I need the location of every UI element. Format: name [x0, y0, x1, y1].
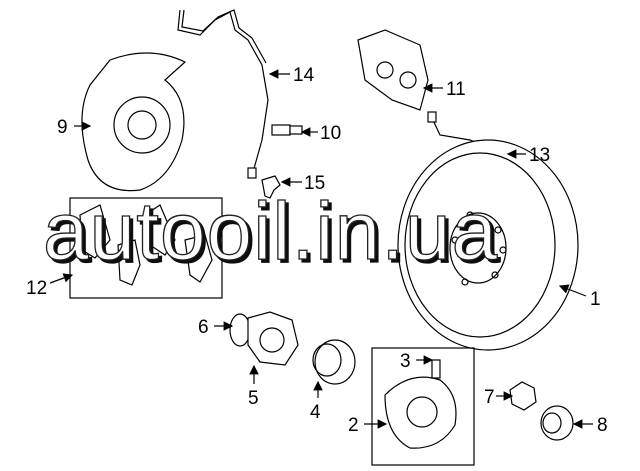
- callout-8: 8: [597, 415, 608, 436]
- bolt: [271, 124, 303, 136]
- axle-nut: [509, 381, 537, 411]
- callout-2: 2: [348, 415, 359, 436]
- callout-7: 7: [484, 387, 495, 408]
- callout-11: 11: [446, 79, 466, 100]
- axle-hub-kit: [371, 347, 475, 466]
- callout-4: 4: [310, 402, 321, 423]
- callout-15: 15: [304, 173, 325, 194]
- callout-5: 5: [248, 388, 259, 409]
- abs-sensor: [261, 175, 281, 199]
- callout-9: 9: [57, 117, 68, 138]
- hub-bearing: [229, 311, 299, 366]
- caliper: [357, 29, 429, 111]
- seal-ring: [312, 339, 356, 385]
- grease-cap: [540, 405, 574, 441]
- callout-3: 3: [400, 351, 411, 372]
- callout-6: 6: [198, 317, 209, 338]
- brake-rotor: [397, 139, 579, 351]
- dust-shield: [81, 52, 187, 192]
- callout-10: 10: [320, 123, 341, 144]
- callout-12: 12: [26, 278, 47, 299]
- abs-sensor-wire: [177, 9, 269, 179]
- callout-13: 13: [529, 145, 550, 166]
- watermark: autooil.in.ua: [43, 186, 498, 277]
- callout-14: 14: [293, 65, 315, 86]
- leader-lines: [49, 69, 593, 429]
- callout-1: 1: [590, 289, 601, 310]
- brake-pads-kit: [69, 197, 223, 299]
